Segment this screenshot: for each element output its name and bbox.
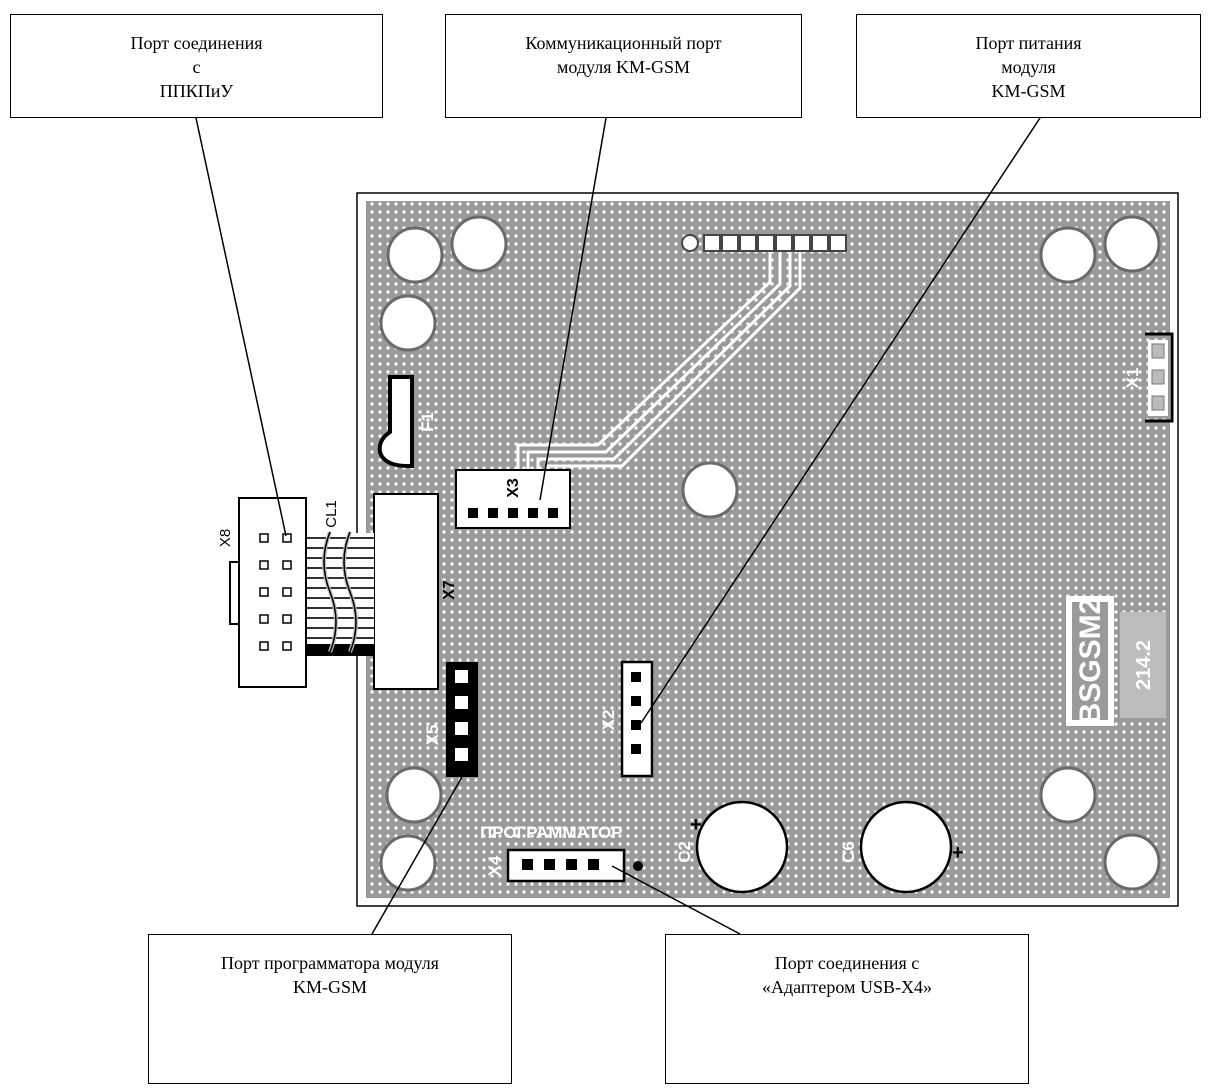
leader-lines bbox=[195, 117, 1041, 935]
ribbon-cable-cl1 bbox=[306, 531, 374, 656]
label-x5: X5 bbox=[423, 725, 442, 746]
callout-usb-adapter-port: Порт соединения с «Адаптером USB-X4» bbox=[665, 934, 1029, 1084]
label-x2: X2 bbox=[599, 710, 618, 731]
board-rev-plate bbox=[1120, 612, 1166, 718]
callout-ppkpiu-port: Порт соединения с ППКПиУ bbox=[10, 14, 383, 118]
board-rev-label: 214.2 bbox=[1133, 640, 1155, 690]
callout-comm-line2: модуля KM-GSM bbox=[556, 57, 690, 77]
callout-ppkpiu-line3: ППКПиУ bbox=[159, 81, 234, 101]
pcb-board-surface bbox=[366, 201, 1170, 898]
connector-x7 bbox=[373, 493, 439, 690]
label-c2: C2 bbox=[675, 841, 694, 863]
callout-ppkpiu-line1: Порт соединения bbox=[130, 33, 263, 53]
programmer-silk-label: ПРОГРАММАТОР bbox=[480, 823, 623, 842]
capacitor-c2 bbox=[695, 800, 789, 894]
board-name-inner bbox=[1072, 602, 1108, 720]
callout-power-port: Порт питания модуля KM-GSM bbox=[856, 14, 1201, 118]
callout-comm-port: Коммуникационный порт модуля KM-GSM bbox=[445, 14, 802, 118]
mounting-holes bbox=[379, 215, 1161, 892]
label-cl1: CL1 bbox=[323, 500, 340, 528]
callout-programmer-port: Порт программатора модуля KM-GSM bbox=[148, 934, 512, 1084]
label-x3: X3 bbox=[505, 478, 522, 498]
callout-usb-line2: «Адаптером USB-X4» bbox=[762, 977, 932, 997]
label-f1: F1 bbox=[418, 412, 437, 432]
callout-power-line3: KM-GSM bbox=[991, 81, 1066, 101]
connector-x3 bbox=[455, 469, 571, 529]
c2-plus-sign: + bbox=[690, 814, 702, 836]
label-x8: X8 bbox=[217, 529, 234, 547]
pcb-traces bbox=[516, 252, 802, 470]
callout-programmer-line2: KM-GSM bbox=[292, 977, 367, 997]
callout-ppkpiu-line2: с bbox=[192, 57, 201, 77]
callout-power-line2: модуля bbox=[1001, 57, 1056, 77]
leader-line-ppkpiu bbox=[195, 117, 287, 537]
callout-usb-line1: Порт соединения с bbox=[774, 953, 920, 973]
leader-line-power bbox=[640, 117, 1041, 724]
leader-line-comm bbox=[539, 117, 607, 501]
connector-x4 bbox=[506, 848, 643, 883]
callout-programmer-line1: Порт программатора модуля bbox=[221, 953, 439, 973]
leader-line-programmer bbox=[371, 776, 463, 935]
top-connector-pads bbox=[681, 234, 847, 252]
leader-line-usb bbox=[611, 865, 741, 935]
callout-power-line1: Порт питания bbox=[975, 33, 1082, 53]
label-x4: X4 bbox=[485, 855, 504, 876]
connector-x8 bbox=[229, 497, 307, 688]
connector-x5 bbox=[446, 662, 478, 777]
fuse-f1-outline bbox=[377, 375, 414, 468]
label-c6: C6 bbox=[839, 841, 858, 863]
label-x1: X1 bbox=[1123, 368, 1142, 389]
capacitor-c6 bbox=[859, 800, 953, 894]
connector-x2 bbox=[620, 660, 654, 778]
board-name-label: BSGSM2 bbox=[1074, 598, 1107, 725]
callout-comm-line1: Коммуникационный порт bbox=[525, 33, 722, 53]
connector-x1 bbox=[1145, 332, 1174, 423]
c6-plus-sign: + bbox=[952, 842, 964, 864]
label-x7: X7 bbox=[441, 580, 458, 600]
